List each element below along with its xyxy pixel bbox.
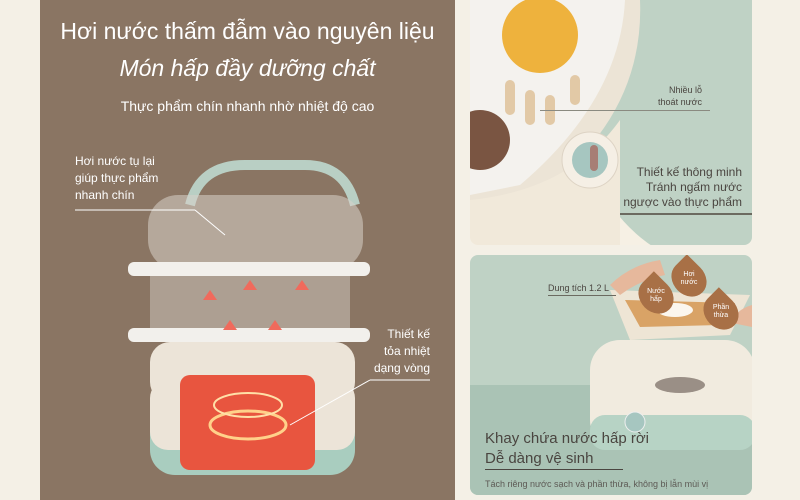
- feature-line: ngược vào thực phẩm: [623, 195, 742, 209]
- feature-line: Thiết kế thông minh: [636, 165, 742, 179]
- heat-callout: Thiết kế tỏa nhiệt dạng vòng: [374, 326, 430, 377]
- title-line-2: Món hấp đầy dưỡng chất: [119, 55, 376, 81]
- callout-line: nhanh chín: [75, 188, 135, 202]
- callout-line: giúp thực phẩm: [75, 171, 159, 185]
- smart-design-text: Thiết kế thông minh Tránh ngấm nước ngượ…: [623, 165, 742, 210]
- callout-line: Thiết kế: [387, 327, 430, 341]
- tray-heading: Khay chứa nước hấp rời Dễ dàng vệ sinh: [485, 429, 649, 470]
- label-line: Nhiều lỗ: [668, 85, 702, 95]
- tray-caption: Tách riêng nước sạch và phần thừa, không…: [485, 479, 709, 489]
- steamer-illustration: [75, 160, 430, 475]
- feature-line: Tránh ngấm nước: [645, 180, 742, 194]
- drop-label: Phần thừa: [712, 304, 730, 319]
- heading-line: Khay chứa nước hấp rời: [485, 430, 649, 447]
- capacity-label: Dung tích 1.2 L: [548, 283, 616, 296]
- callout-line: tỏa nhiệt: [383, 344, 430, 358]
- steam-feature-panel: Hơi nước thấm đẫm vào nguyên liệu Món hấ…: [40, 0, 455, 500]
- drain-label: Nhiều lỗ thoát nước: [642, 84, 702, 108]
- subtitle: Thực phẩm chín nhanh nhờ nhiệt độ cao: [120, 98, 375, 114]
- label-line: thoát nước: [658, 97, 702, 107]
- drain-design-panel: Nhiều lỗ thoát nước Thiết kế thông minh …: [470, 0, 752, 245]
- callout-line: dạng vòng: [373, 361, 430, 375]
- divider: [540, 110, 710, 111]
- water-tray-panel: Dung tích 1.2 L Nước hấp Hơi nước Phần t…: [470, 255, 752, 495]
- heading-line: Dễ dàng vệ sinh: [485, 449, 624, 470]
- title-line-1: Hơi nước thấm đẫm vào nguyên liệu: [60, 18, 435, 44]
- steamer-closeup: [470, 0, 641, 245]
- drop-label: Nước hấp: [647, 288, 665, 303]
- divider: [620, 213, 752, 215]
- callout-line: Hơi nước tụ lại: [75, 154, 155, 168]
- drop-label: Hơi nước: [680, 271, 698, 286]
- steam-callout: Hơi nước tụ lại giúp thực phẩm nhanh chí…: [75, 153, 158, 204]
